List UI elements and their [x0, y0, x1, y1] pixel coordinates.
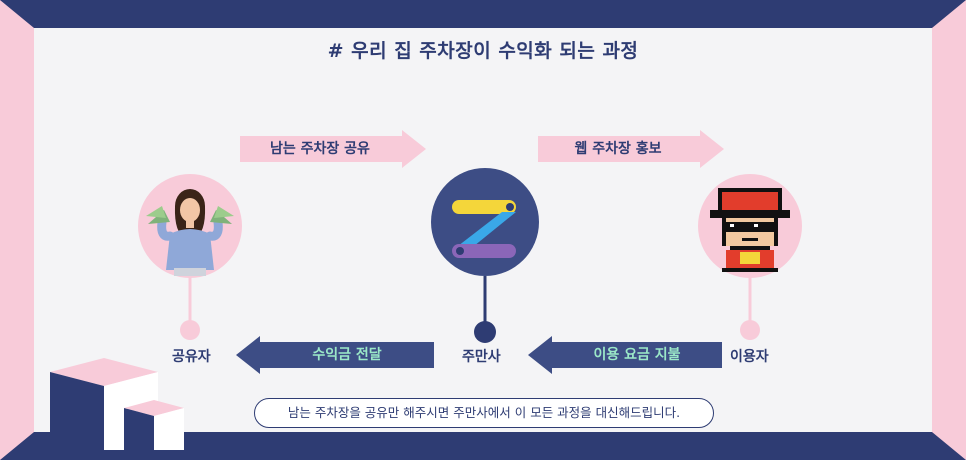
arrow-fee-payment-label: 이용 요금 지불 — [593, 347, 681, 363]
arrow-right-shape — [538, 130, 724, 168]
service-notice: 남는 주차장을 공유만 해주시면 주만사에서 이 모든 과정을 대신해드립니다. — [254, 398, 714, 428]
pixel-avatar-sunglasses-illustration — [710, 188, 790, 272]
jumansa-z-logo-icon — [452, 200, 516, 258]
arrow-right-shape — [240, 130, 426, 168]
arrow-web-promotion: 웹 주차장 홍보 — [538, 130, 724, 168]
arrow-revenue-transfer-label: 수익금 전달 — [312, 347, 382, 363]
arrow-fee-payment: 이용 요금 지불 — [528, 336, 722, 374]
arrow-left-shape — [236, 336, 434, 374]
node-user-label: 이용자 — [730, 349, 769, 365]
arrow-revenue-transfer: 수익금 전달 — [236, 336, 434, 374]
node-jumansa-label: 주만사 — [462, 349, 501, 365]
arrow-share-parking-label: 남는 주차장 공유 — [270, 141, 370, 157]
node-sharer-label: 공유자 — [172, 349, 211, 365]
woman-holding-money-illustration — [146, 189, 234, 276]
arrow-web-promotion-label: 웹 주차장 홍보 — [574, 141, 662, 157]
arrow-share-parking: 남는 주차장 공유 — [240, 130, 426, 168]
user-node — [698, 174, 802, 340]
sharer-node — [138, 174, 242, 340]
arrow-left-shape — [528, 336, 722, 374]
isometric-boxes-decoration — [50, 358, 184, 450]
jumansa-node — [431, 168, 539, 343]
page-title: # 우리 집 주차장이 수익화 되는 과정 — [327, 40, 639, 62]
